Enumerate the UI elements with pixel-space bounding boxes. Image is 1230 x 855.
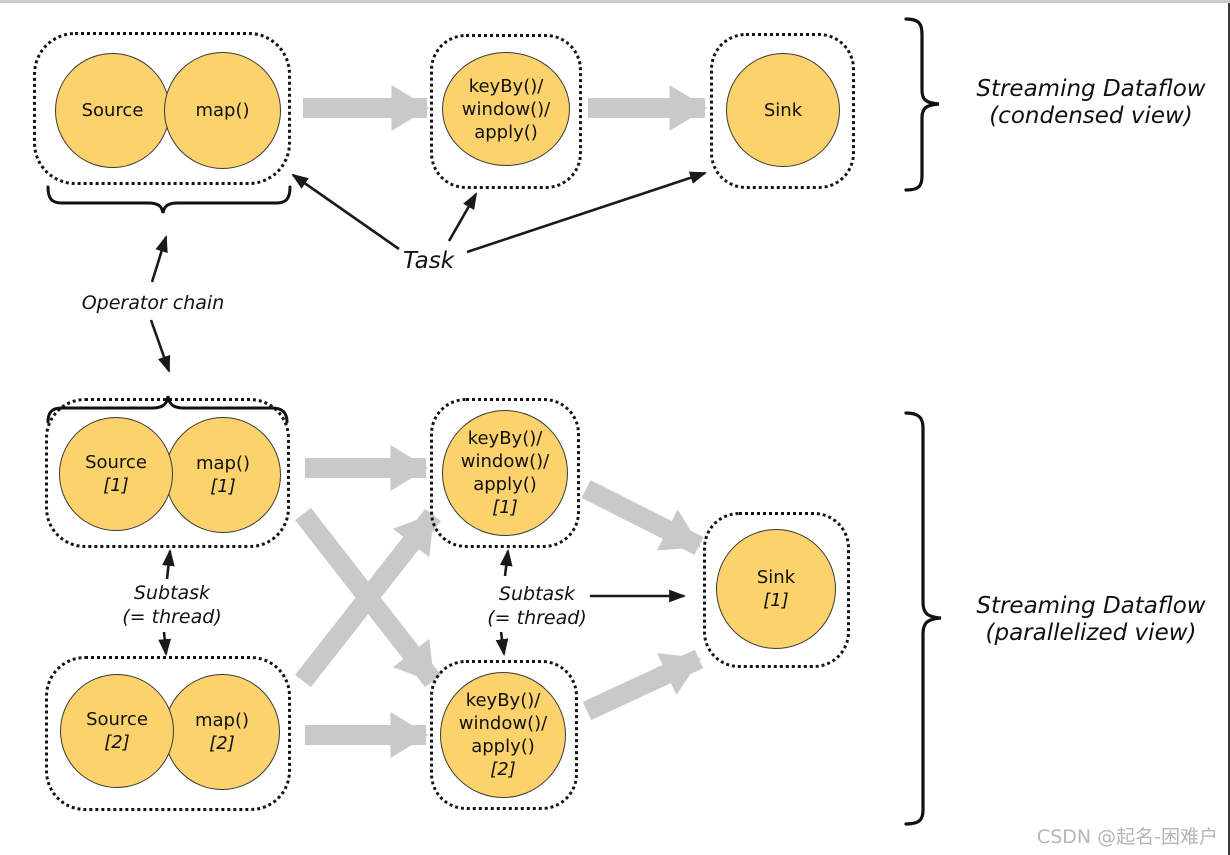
node-sink1: Sink [1] xyxy=(716,529,836,649)
subtask-keyby-arrow-up xyxy=(499,548,513,577)
node-label: Source xyxy=(86,709,148,730)
subtask-keyby-arrow-down xyxy=(495,631,509,657)
task-box-keyby-condensed xyxy=(430,34,582,189)
node-keyby2: keyBy()/ window()/ apply() [2] xyxy=(440,672,566,798)
node-keyby1: keyBy()/ window()/ apply() [1] xyxy=(442,410,568,536)
subtask-box-chain1 xyxy=(45,398,290,548)
condensed-view-caption: Streaming Dataflow (condensed view) xyxy=(976,76,1206,129)
node-index: [1] xyxy=(492,497,518,518)
node-index: [1] xyxy=(763,590,789,611)
node-map-condensed: map() xyxy=(164,52,281,169)
node-label: map() xyxy=(195,453,251,474)
gray-arrow-keyby2-to-sink1 xyxy=(582,649,704,721)
csdn-watermark: CSDN @起名-困难户 xyxy=(1036,826,1218,848)
node-index: [2] xyxy=(490,759,516,780)
node-label: map() xyxy=(194,710,250,731)
gray-arrow-source2-to-keyby1 xyxy=(295,508,441,688)
node-source1: Source [1] xyxy=(59,417,173,531)
node-index: [2] xyxy=(104,732,130,753)
node-index: [2] xyxy=(209,733,235,754)
node-index: [1] xyxy=(103,475,129,496)
node-index: [1] xyxy=(210,476,236,497)
operator-chain-annotation: Operator chain xyxy=(81,292,225,314)
subtask-source-arrow-up xyxy=(162,548,175,580)
subtask-box-keyby1 xyxy=(430,398,580,548)
task-arrow-to-sink-box xyxy=(466,171,708,254)
subtask-source-annotation: Subtask (= thread) xyxy=(122,582,222,628)
subtask-box-sink1 xyxy=(703,512,850,668)
node-label: Sink xyxy=(756,567,796,588)
underbrace-condensed-chain xyxy=(46,185,292,214)
task-arrow-to-keyby-box xyxy=(447,192,478,242)
subtask-source-arrow-down xyxy=(158,631,172,657)
node-label: keyBy()/ window()/ apply() xyxy=(460,428,550,495)
node-keyby-condensed: keyBy()/ window()/ apply() xyxy=(442,52,570,166)
task-box-chain-condensed xyxy=(33,32,291,185)
node-source-condensed: Source xyxy=(55,53,170,168)
operator-chain-arrow-up xyxy=(150,234,168,283)
operator-chain-arrow-down xyxy=(149,319,171,374)
bracket-condensed-view xyxy=(904,17,940,192)
node-map1: map() [1] xyxy=(165,417,281,533)
node-label: keyBy()/ window()/ apply() xyxy=(458,690,548,757)
subtask-box-chain2 xyxy=(45,656,291,811)
node-label: Source xyxy=(81,100,144,121)
subtask-keyby-annotation: Subtask (= thread) xyxy=(487,583,587,629)
gray-arrow-keyby1-to-sink1 xyxy=(581,480,704,555)
task-arrow-to-chain-box xyxy=(291,173,400,251)
node-label: Source xyxy=(85,452,147,473)
node-label: Sink xyxy=(763,99,803,121)
bracket-parallelized-view xyxy=(904,411,942,826)
subtask-box-keyby2 xyxy=(430,660,578,810)
top-border-strip xyxy=(0,0,1230,3)
node-label: map() xyxy=(195,100,250,121)
node-source2: Source [2] xyxy=(60,674,174,788)
node-label: keyBy()/ window()/ apply() xyxy=(461,75,551,143)
right-border-line xyxy=(1228,3,1230,855)
node-map2: map() [2] xyxy=(164,674,280,790)
overbrace-parallel-chain xyxy=(46,395,289,424)
task-box-sink-condensed xyxy=(710,33,855,189)
task-annotation: Task xyxy=(403,248,455,274)
node-sink-condensed: Sink xyxy=(726,53,840,167)
parallelized-view-caption: Streaming Dataflow (parallelized view) xyxy=(976,593,1206,646)
